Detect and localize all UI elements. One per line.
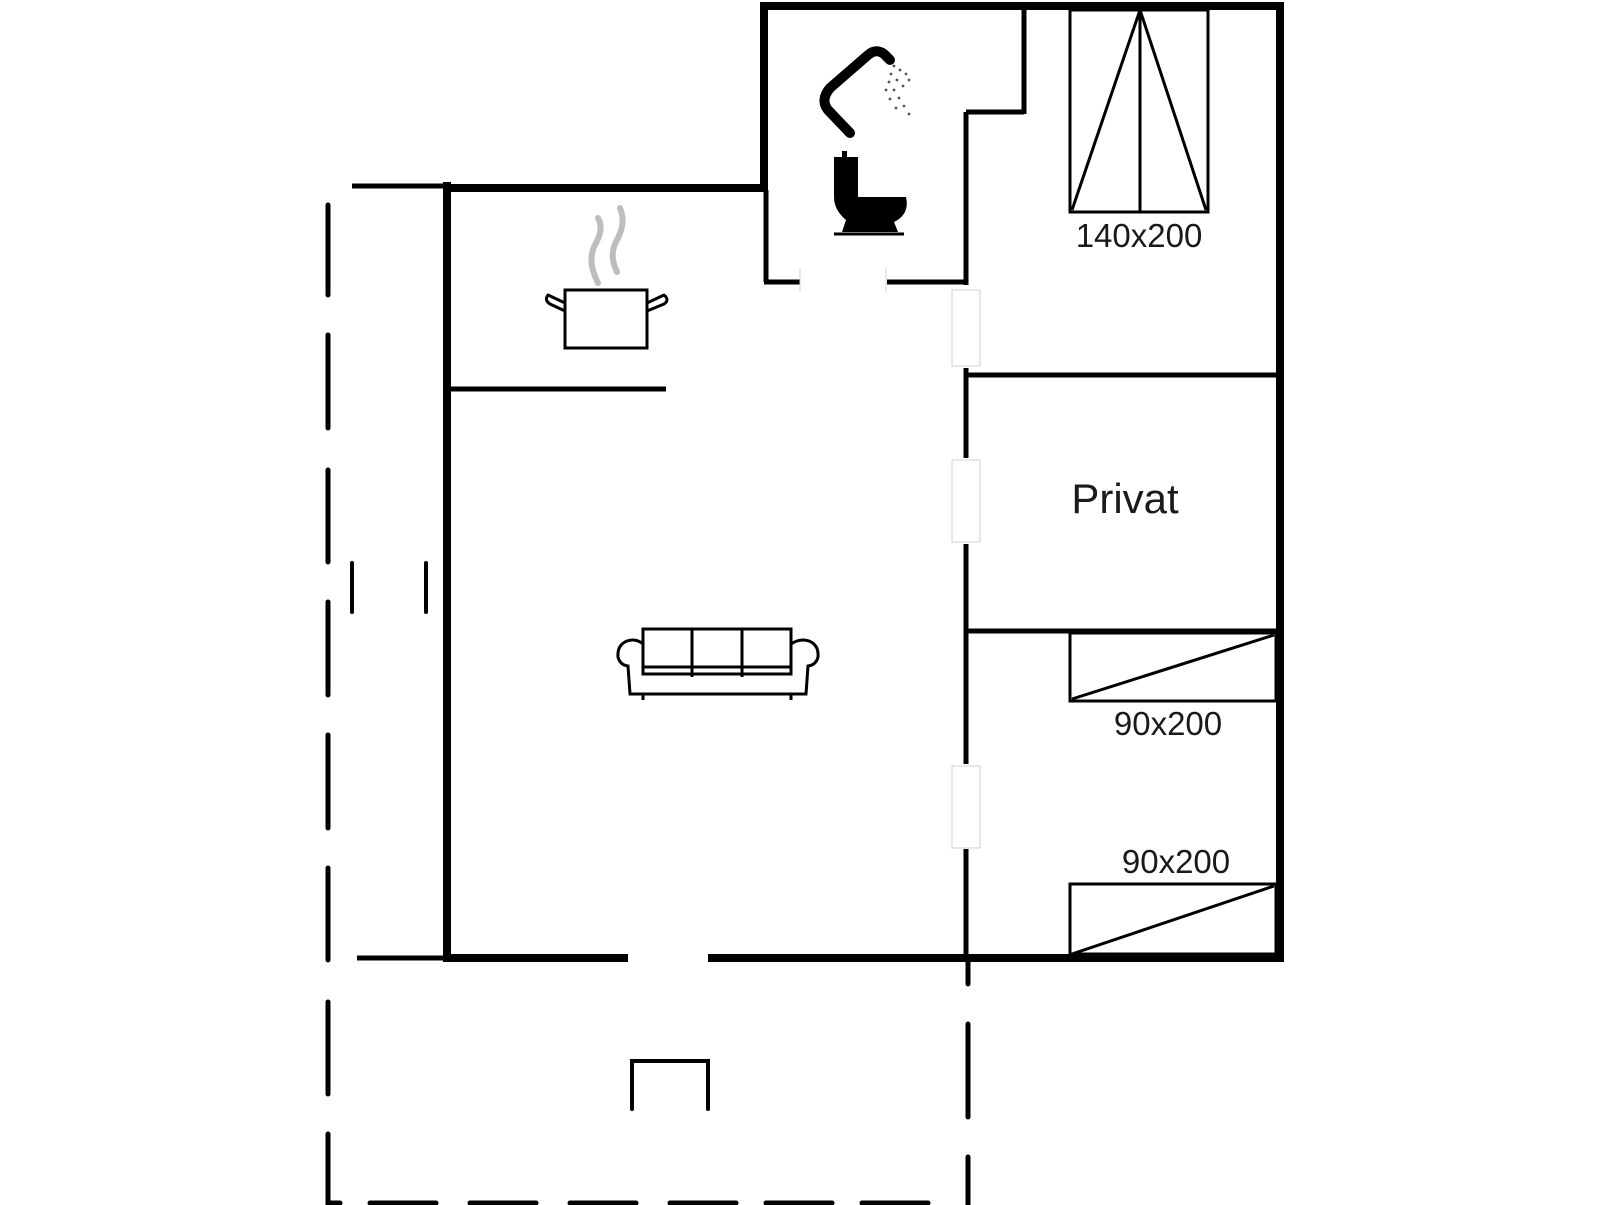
toilet-icon xyxy=(834,151,907,236)
double-bed-label: 140x200 xyxy=(1076,217,1203,254)
sofa-icon xyxy=(616,627,820,700)
single-bed-2-label: 90x200 xyxy=(1122,843,1230,880)
exterior-walls xyxy=(443,2,1284,962)
terrace-dashed-outline xyxy=(325,183,971,1205)
chair-icon xyxy=(630,1059,710,1111)
cooking-pot-icon xyxy=(544,205,669,350)
single-bed-2-icon xyxy=(1068,882,1278,956)
double-bed-icon xyxy=(1068,8,1210,214)
interior-walls xyxy=(451,6,1276,960)
private-room-label: Privat xyxy=(1071,475,1179,522)
shower-icon xyxy=(819,46,911,138)
single-bed-1-label: 90x200 xyxy=(1114,705,1222,742)
single-bed-1-icon xyxy=(1068,631,1278,703)
